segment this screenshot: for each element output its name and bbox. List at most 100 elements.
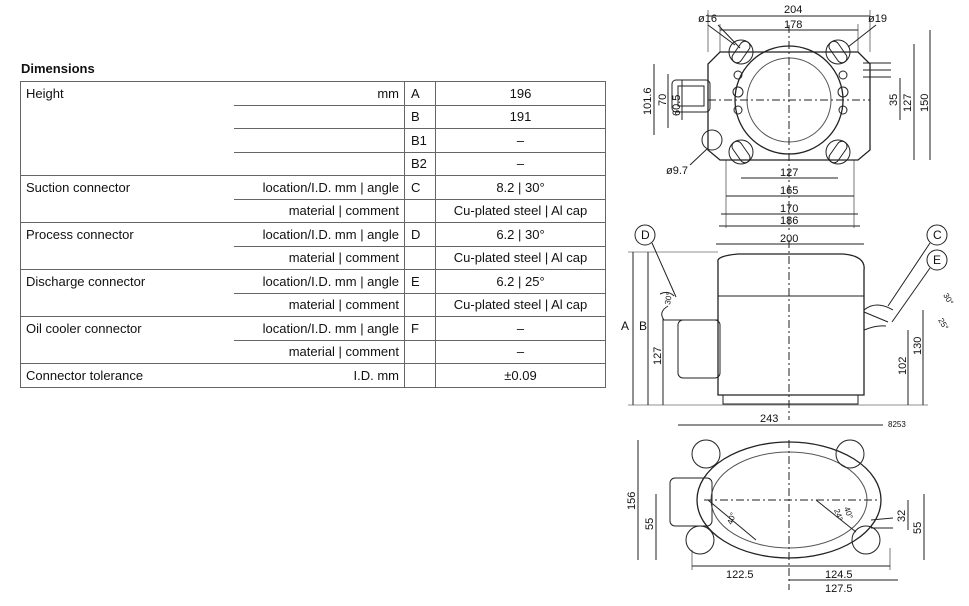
- technical-drawing: 204 178 ø16 ø19 101.6 70 60.5 35 127 150…: [621, 4, 955, 595]
- row-unit: [234, 151, 405, 176]
- dim-156: 156: [626, 492, 638, 510]
- angle-30-left: 30°: [663, 292, 674, 305]
- row-value: –: [435, 128, 606, 152]
- row-value: 6.2 | 25°: [435, 269, 606, 293]
- row-value: 191: [435, 104, 606, 129]
- row-letter: C: [404, 175, 436, 199]
- row-unit: location/I.D. mm | angle: [234, 222, 405, 246]
- dim-55-right: 55: [912, 522, 924, 534]
- dim-200: 200: [780, 233, 798, 245]
- angle-40-right: 40°: [842, 506, 855, 520]
- dim-243: 243: [760, 413, 778, 425]
- row-unit: I.D. mm: [234, 363, 405, 388]
- row-name: [20, 128, 234, 152]
- row-name: [20, 199, 234, 223]
- drawing-code: 8253: [888, 420, 906, 429]
- dim-127-5: 127.5: [825, 583, 853, 595]
- dim-35: 35: [888, 94, 900, 106]
- row-value: 196: [435, 81, 606, 105]
- row-value: –: [435, 151, 606, 176]
- dim-101-6: 101.6: [642, 87, 654, 115]
- row-unit: material | comment: [234, 339, 405, 364]
- bottom-view: [637, 439, 925, 590]
- dim-124-5: 124.5: [825, 569, 853, 581]
- dim-d16: ø16: [698, 13, 717, 25]
- dim-122-5: 122.5: [726, 569, 754, 581]
- row-unit: material | comment: [234, 198, 405, 223]
- row-name: Height: [20, 81, 234, 105]
- label-d: D: [641, 228, 650, 242]
- row-letter: [404, 292, 436, 317]
- row-letter: B1: [404, 128, 436, 152]
- dim-204: 204: [784, 4, 802, 16]
- row-letter: [404, 339, 436, 364]
- row-name: Oil cooler connector: [20, 316, 234, 340]
- row-letter: [404, 245, 436, 270]
- dim-d19: ø19: [868, 13, 887, 25]
- row-name: Suction connector: [20, 175, 234, 199]
- top-view: [653, 10, 931, 230]
- table-row: material | comment Cu-plated steel | Al c…: [20, 245, 606, 270]
- row-name: [20, 152, 234, 176]
- dim-70: 70: [657, 94, 669, 106]
- dim-127-right: 127: [902, 94, 914, 112]
- row-unit: location/I.D. mm | angle: [234, 316, 405, 340]
- row-name: Connector tolerance: [20, 363, 234, 388]
- row-unit: material | comment: [234, 245, 405, 270]
- dim-32: 32: [896, 510, 908, 522]
- table-row: material | comment Cu-plated steel | Al c…: [20, 198, 606, 223]
- dim-170: 170: [780, 203, 798, 215]
- angle-25: 25°: [936, 317, 950, 332]
- row-letter: B2: [404, 151, 436, 176]
- row-value: 6.2 | 30°: [435, 222, 606, 246]
- row-name: [20, 246, 234, 270]
- row-value: ±0.09: [435, 363, 606, 388]
- label-c: C: [933, 228, 942, 242]
- row-name: [20, 340, 234, 364]
- row-unit: location/I.D. mm | angle: [234, 269, 405, 293]
- row-letter: A: [404, 81, 436, 105]
- label-a: A: [621, 319, 629, 333]
- row-name: [20, 293, 234, 317]
- angle-40-left: 40°: [725, 511, 738, 525]
- row-unit: mm: [234, 81, 405, 105]
- side-view: [628, 224, 948, 426]
- row-unit: location/I.D. mm | angle: [234, 175, 405, 199]
- table-row: material | comment Cu-plated steel | Al c…: [20, 292, 606, 317]
- row-unit: [234, 128, 405, 152]
- row-value: –: [435, 339, 606, 364]
- dim-150: 150: [919, 94, 931, 112]
- row-value: Cu-plated steel | Al cap: [435, 292, 606, 317]
- row-letter: D: [404, 222, 436, 246]
- row-value: Cu-plated steel | Al cap: [435, 198, 606, 223]
- table-row: B1–: [20, 128, 606, 152]
- row-letter: F: [404, 316, 436, 340]
- label-e: E: [933, 253, 941, 267]
- dim-60-5: 60.5: [671, 95, 683, 116]
- row-name: [20, 105, 234, 129]
- dim-165: 165: [780, 185, 798, 197]
- row-letter: E: [404, 269, 436, 293]
- row-value: –: [435, 316, 606, 340]
- row-value: Cu-plated steel | Al cap: [435, 245, 606, 270]
- row-unit: [234, 104, 405, 129]
- dimensions-title: Dimensions: [21, 61, 95, 76]
- dim-102: 102: [897, 357, 909, 375]
- label-b: B: [639, 319, 647, 333]
- row-value: 8.2 | 30°: [435, 175, 606, 199]
- dim-130: 130: [912, 337, 924, 355]
- table-row: material | comment –: [20, 339, 606, 364]
- row-letter: B: [404, 104, 436, 129]
- dim-186: 186: [780, 215, 798, 227]
- dim-127-bottom: 127: [780, 167, 798, 179]
- angle-24: 24°: [832, 508, 845, 522]
- row-unit: material | comment: [234, 292, 405, 317]
